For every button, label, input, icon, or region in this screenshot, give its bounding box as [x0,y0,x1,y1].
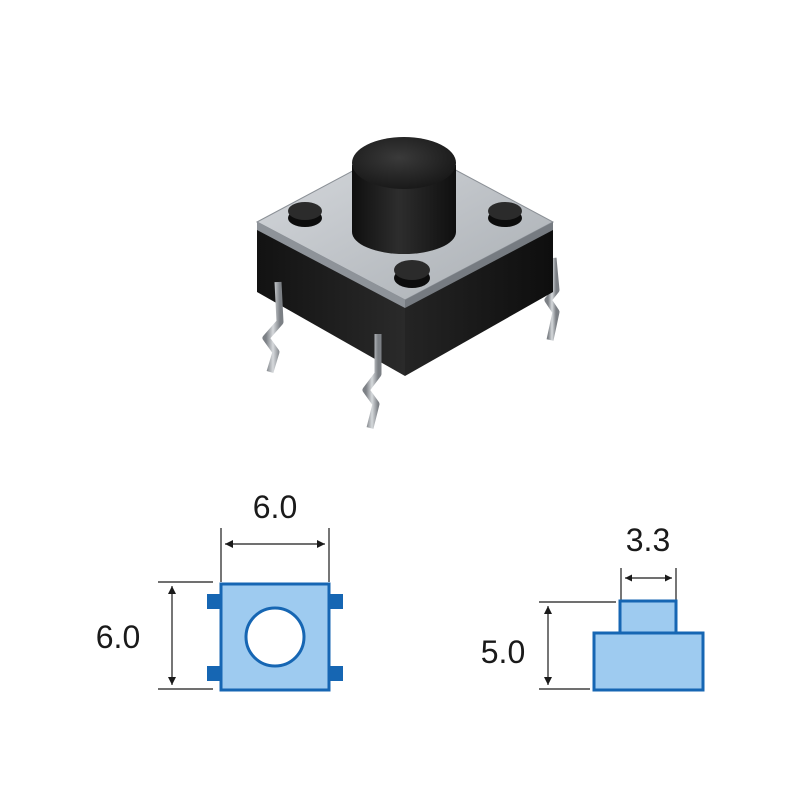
pin-front-left [262,281,284,374]
pin-back-right [544,257,560,341]
side-view-actuator-width-label: 3.3 [626,522,670,558]
pin-front-center [362,334,382,429]
top-view-width-dimension: 6.0 [220,489,330,582]
side-view-body-outline [592,631,705,692]
actuator-button [352,137,456,254]
top-view-pin-tab [207,666,222,681]
side-view-height-dimension: 5.0 [481,601,616,690]
top-view-pin-tab [207,594,222,609]
corner-post-left [288,202,322,227]
body-left-face [257,222,405,376]
body-right-face [405,222,553,376]
top-view-width-label: 6.0 [253,489,297,525]
side-view-drawing: 3.3 5.0 [481,522,705,692]
corner-post-right [488,202,522,227]
top-view-drawing: 6.0 6.0 [96,489,343,692]
side-view-height-label: 5.0 [481,634,525,670]
top-view-pin-tab [328,594,343,609]
top-view-actuator-circle [244,606,306,668]
corner-post-front [394,260,430,288]
side-view-actuator-width-dimension: 3.3 [620,522,677,600]
tactile-switch-3d-illustration [255,137,560,429]
top-view-height-dimension: 6.0 [96,581,213,690]
top-view-height-label: 6.0 [96,619,140,655]
side-view-actuator-outline [618,599,678,635]
top-view-pin-tab [328,666,343,681]
